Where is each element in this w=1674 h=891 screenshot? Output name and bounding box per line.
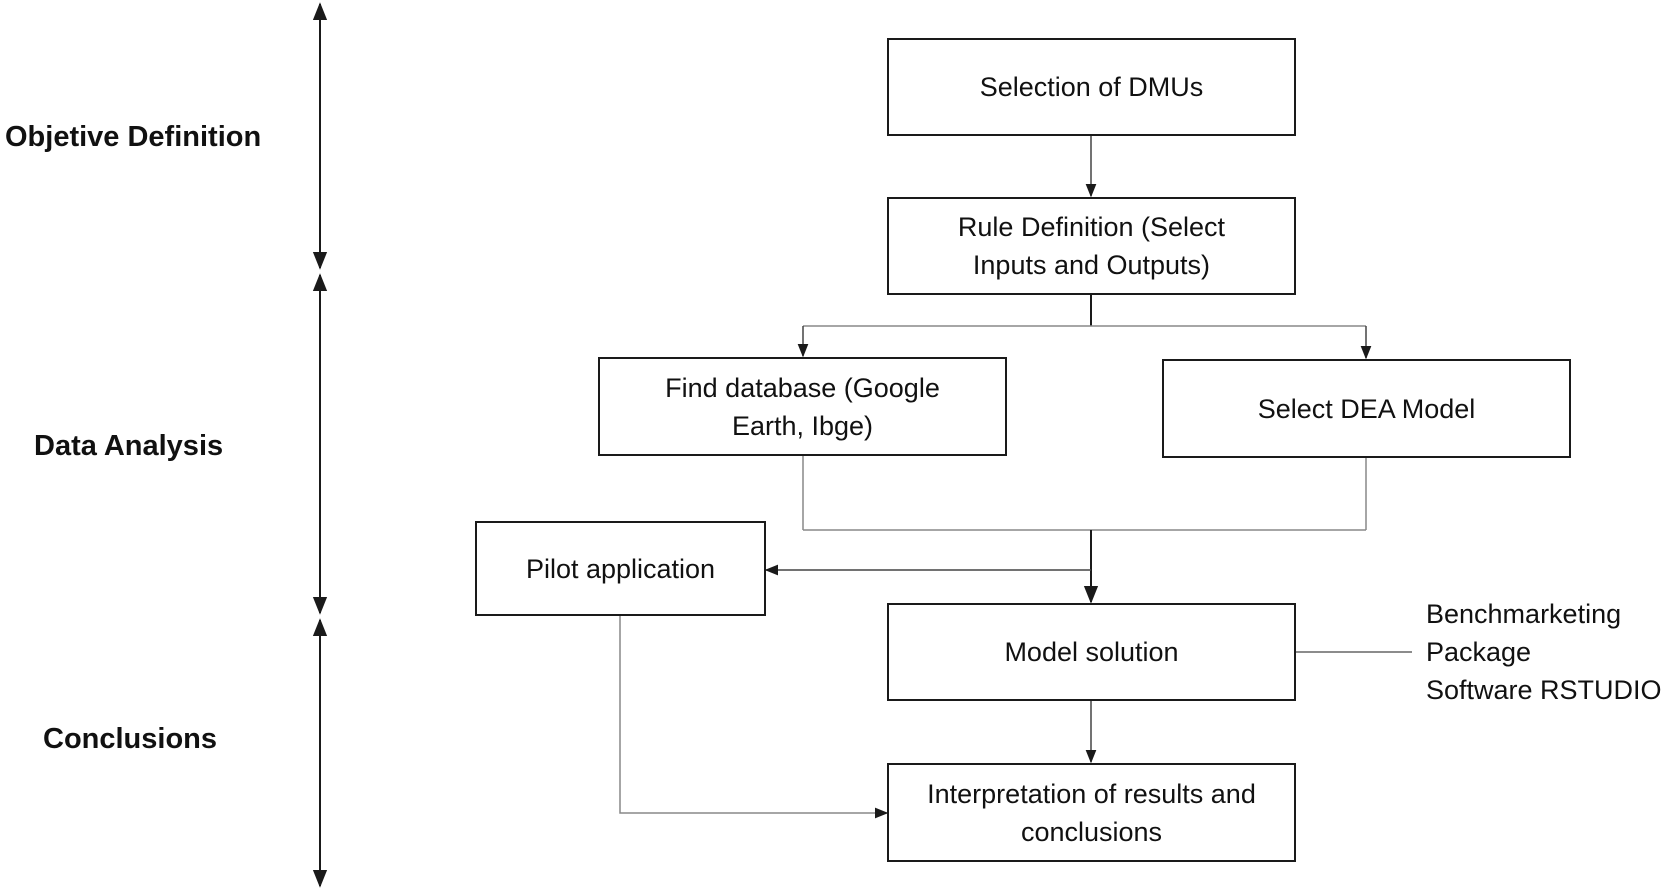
box-selection-of-dmus: Selection of DMUs xyxy=(887,38,1296,136)
box-find-database: Find database (Google Earth, Ibge) xyxy=(598,357,1007,456)
box-model-solution: Model solution xyxy=(887,603,1296,701)
arrow-pilot-to-interpretation xyxy=(619,616,889,819)
box-text-line: Find database (Google xyxy=(665,372,940,403)
annotation-line: Package xyxy=(1426,637,1532,667)
box-pilot-application: Pilot application xyxy=(475,521,766,616)
annotation-line: Software RSTUDIO xyxy=(1426,675,1662,705)
box-text-line: Rule Definition (Select xyxy=(957,212,1226,242)
box-text-line: Selection of DMUs xyxy=(979,72,1204,102)
box-interpretation-of-results: Interpretation of results and conclusion… xyxy=(887,763,1296,862)
box-text-line: Interpretation of results and xyxy=(927,778,1256,809)
box-text-line: Select DEA Model xyxy=(1257,393,1476,424)
box-text-line: Pilot application xyxy=(525,553,716,584)
phase-label-objective-definition: Objetive Definition xyxy=(5,121,262,153)
annotation-line: Benchmarketing xyxy=(1426,599,1622,629)
box-text-line: Model solution xyxy=(1004,637,1179,667)
box-rule-definition: Rule Definition (Select Inputs and Outpu… xyxy=(887,197,1296,295)
box-text-line: Earth, Ibge) xyxy=(731,410,874,441)
box-select-dea-model: Select DEA Model xyxy=(1162,359,1571,458)
box-text-line: conclusions xyxy=(1020,816,1163,847)
phase-label-conclusions: Conclusions xyxy=(43,723,218,755)
model-solution-annotation: Benchmarketing Package Software RSTUDIO xyxy=(1426,595,1662,709)
phase-label-data-analysis: Data Analysis xyxy=(34,430,224,462)
box-text-line: Inputs and Outputs) xyxy=(972,250,1211,280)
